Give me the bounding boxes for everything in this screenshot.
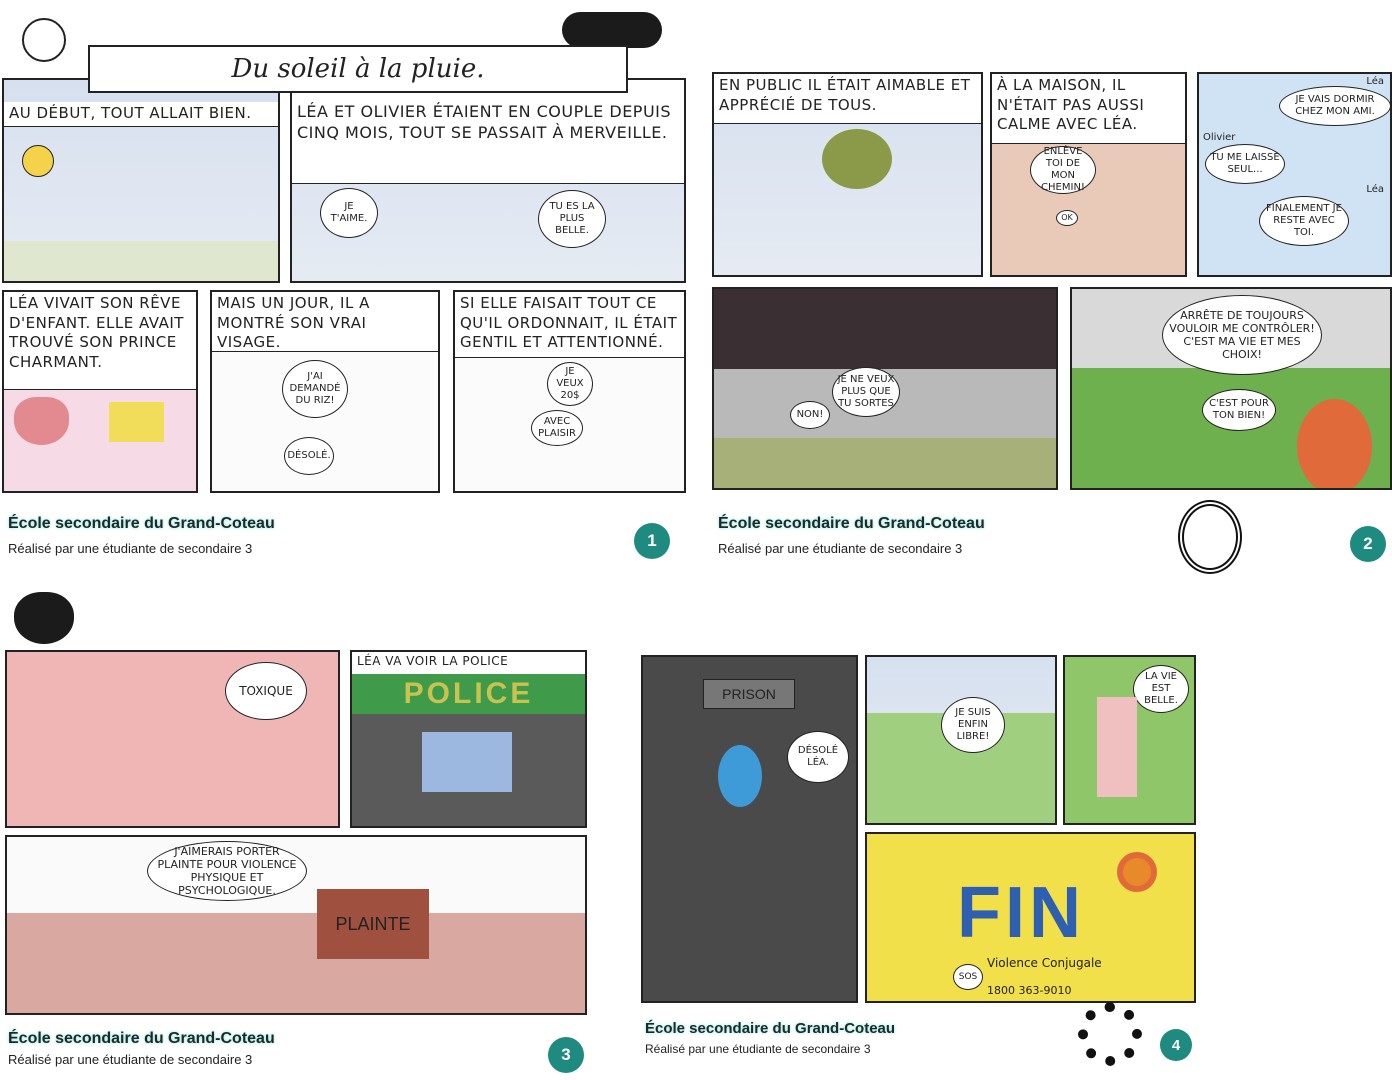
speech-bubble: Ok: [1056, 210, 1078, 226]
panel-1-4: Mais un jour, il a montré son vrai visag…: [210, 290, 440, 493]
panel-4-3: La vie est belle.: [1063, 655, 1196, 825]
page-number-badge: 3: [548, 1037, 584, 1073]
rain-cloud-icon: [562, 12, 662, 48]
panel-4-4: FIN SOS Violence Conjugale 1800 363-9010: [865, 832, 1196, 1003]
comic-title: Du soleil à la pluie.: [88, 45, 628, 93]
speech-bubble: Tu me laisse seul...: [1205, 144, 1285, 184]
dark-cloud-drawing: [714, 289, 1056, 369]
sun-icon: [22, 18, 66, 62]
panel-1-2: Léa et Olivier étaient en couple depuis …: [290, 78, 686, 283]
page-number-badge: 2: [1350, 526, 1386, 562]
panel-2-5: Arrête de toujours vouloir me contrôler!…: [1070, 287, 1392, 490]
speech-bubble: Avec plaisir: [531, 410, 583, 446]
speech-bubble: Tu es la plus belle.: [538, 190, 606, 248]
speech-bubble: J'aimerais porter plainte pour violence …: [147, 841, 307, 901]
panel-caption: Si elle faisait tout ce qu'il ordonnait,…: [455, 292, 684, 358]
speech-bubble: Enlève toi de mon chemin!: [1030, 146, 1096, 194]
police-sign: POLICE: [352, 674, 585, 714]
panel-caption: Léa va voir la police: [352, 652, 585, 674]
panel-1-3: Léa vivait son rêve d'enfant. Elle avait…: [2, 290, 198, 493]
panel-3-3: J'aimerais porter plainte pour violence …: [5, 835, 587, 1015]
credit-text: Réalisé par une étudiante de secondaire …: [645, 1042, 871, 1056]
speech-bubble: Je t'aime.: [320, 188, 378, 238]
speaker-label: Olivier: [1203, 132, 1236, 143]
hotline-name: Violence Conjugale: [987, 956, 1102, 970]
spiral-icon: [1178, 500, 1242, 574]
panel-caption: En public il était aimable et apprécié d…: [714, 74, 981, 124]
panel-caption: À la maison, il n'était pas aussi calme …: [992, 74, 1185, 144]
credit-text: Réalisé par une étudiante de secondaire …: [718, 541, 963, 556]
flower-icon: [1078, 1002, 1142, 1066]
speech-bubble: Je veux 20$: [547, 362, 593, 406]
school-name: École secondaire du Grand-Coteau: [8, 515, 275, 532]
credit-text: Réalisé par une étudiante de secondaire …: [8, 541, 253, 556]
school-name: École secondaire du Grand-Coteau: [718, 515, 985, 532]
sos-bubble: SOS: [953, 964, 983, 990]
school-name: École secondaire du Grand-Coteau: [645, 1020, 896, 1037]
speaker-label: Léa: [1366, 76, 1384, 87]
panel-4-1: PRISON Désolé Léa.: [641, 655, 858, 1003]
tree-drawing: [822, 129, 892, 189]
speech-bubble: Désolé.: [284, 437, 334, 475]
speech-bubble: C'est pour ton bien!: [1202, 389, 1276, 431]
speech-bubble: Je ne veux plus que tu sortes: [832, 367, 900, 417]
crown-drawing: [109, 402, 164, 442]
broken-heart-icon: [14, 592, 74, 644]
panel-1-5: Si elle faisait tout ce qu'il ordonnait,…: [453, 290, 686, 493]
speaker-label: Léa: [1366, 184, 1384, 195]
speech-bubble: La vie est belle.: [1133, 665, 1189, 713]
page-number-badge: 4: [1160, 1029, 1192, 1061]
panel-3-2: Léa va voir la police POLICE: [350, 650, 587, 828]
speech-bubble: Désolé Léa.: [787, 731, 849, 783]
fin-text: FIN: [957, 873, 1085, 953]
heart-drawing: [14, 397, 69, 445]
speech-bubble: Je suis enfin libre!: [941, 697, 1005, 753]
panel-2-4: Je ne veux plus que tu sortes Non!: [712, 287, 1058, 490]
school-name: École secondaire du Grand-Coteau: [8, 1030, 275, 1047]
panel-caption: Mais un jour, il a montré son vrai visag…: [212, 292, 438, 352]
credit-text: Réalisé par une étudiante de secondaire …: [8, 1052, 253, 1067]
prison-sign: PRISON: [703, 679, 795, 709]
hotline-number: 1800 363-9010: [987, 984, 1072, 997]
speech-bubble: J'ai demandé du riz!: [282, 360, 348, 418]
speech-bubble: Finalement je reste avec toi.: [1259, 196, 1349, 246]
panel-2-2: À la maison, il n'était pas aussi calme …: [990, 72, 1187, 277]
panel-1-1: Au début, tout allait bien.: [2, 78, 280, 283]
speech-bubble: Arrête de toujours vouloir me contrôler!…: [1162, 295, 1322, 375]
panel-caption: Léa vivait son rêve d'enfant. Elle avait…: [4, 292, 196, 390]
page-number-badge: 1: [634, 523, 670, 559]
panel-caption: Au début, tout allait bien.: [4, 102, 278, 127]
speech-bubble: Non!: [790, 401, 830, 429]
speech-bubble: Je vais dormir chez mon ami.: [1279, 86, 1390, 126]
panel-2-3: Léa Je vais dormir chez mon ami. Olivier…: [1197, 72, 1392, 277]
panel-3-1: Toxique: [5, 650, 340, 828]
speech-bubble: Toxique: [225, 662, 307, 720]
panel-caption: Léa et Olivier étaient en couple depuis …: [292, 98, 684, 184]
panel-2-1: En public il était aimable et apprécié d…: [712, 72, 983, 277]
panel-4-2: Je suis enfin libre!: [865, 655, 1057, 825]
complaint-desk: PLAINTE: [317, 889, 429, 959]
